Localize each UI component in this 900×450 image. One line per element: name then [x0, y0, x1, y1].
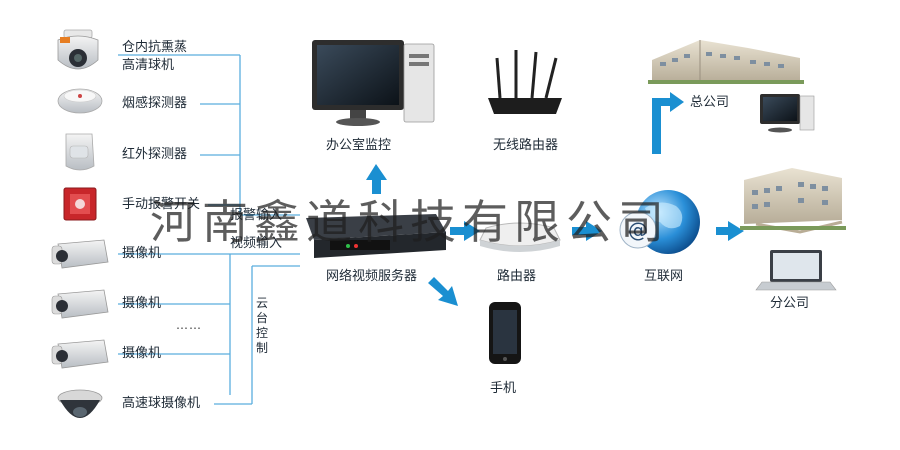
mobile-phone-icon — [489, 302, 521, 364]
branch-office-label: 分公司 — [770, 296, 810, 311]
company-watermark: 河南鑫道科技有限公司 — [150, 195, 670, 249]
router-icon — [479, 222, 561, 252]
arrow-server-to-office — [372, 178, 381, 194]
arrow-internet-to-head — [652, 104, 661, 154]
network-video-server-icon — [306, 214, 446, 258]
infrared-detector-icon — [65, 133, 95, 171]
device-label-camera-1: 摄像机 — [122, 246, 162, 261]
router-label: 路由器 — [497, 269, 537, 284]
device-label-camera-3: 摄像机 — [122, 346, 162, 361]
arrow-internet-to-branch — [716, 227, 730, 235]
ellipsis: …… — [176, 318, 202, 332]
ptz-dome-camera-icon — [57, 29, 99, 70]
video-server-label: 网络视频服务器 — [326, 269, 418, 284]
head-office-computer-icon — [760, 94, 815, 133]
device-label-camera-2: 摄像机 — [122, 296, 162, 311]
device-label-alarm-switch: 手动报警开关 — [122, 197, 201, 212]
device-label-ptz-line1: 仓内抗熏蒸 — [122, 40, 188, 55]
flow-arrows — [366, 92, 744, 306]
head-office-label: 总公司 — [690, 95, 730, 110]
device-label-speed-dome: 高速球摄像机 — [122, 396, 201, 411]
smoke-detector-icon — [57, 88, 103, 114]
speed-dome-camera-icon — [57, 389, 103, 418]
wiring-lines — [118, 54, 300, 405]
phone-label: 手机 — [490, 381, 517, 396]
laptop-icon — [755, 250, 837, 291]
branch-office-building-icon — [740, 168, 846, 234]
svg-text:@: @ — [628, 218, 648, 242]
alarm-input-label: 报警输入 — [230, 208, 283, 223]
device-label-smoke: 烟感探测器 — [122, 96, 188, 111]
internet-globe-icon: @ — [619, 190, 700, 254]
manual-alarm-switch-icon — [63, 187, 97, 221]
arrow-router-to-internet — [572, 227, 588, 235]
office-computer-icon — [312, 40, 435, 126]
wireless-router-icon — [488, 50, 562, 114]
video-input-label: 视频输入 — [230, 236, 283, 251]
wireless-router-label: 无线路由器 — [493, 138, 559, 153]
bullet-camera-icon-3 — [51, 339, 109, 369]
device-label-ptz-line2: 高清球机 — [122, 58, 175, 73]
device-label-infrared: 红外探测器 — [122, 147, 188, 162]
bullet-camera-icon-1 — [51, 239, 109, 269]
office-monitor-label: 办公室监控 — [326, 138, 392, 153]
ptz-control-label: 云台控制 — [256, 296, 269, 355]
bullet-camera-icon-2 — [51, 289, 109, 319]
arrow-server-to-phone — [428, 277, 458, 306]
head-office-building-icon — [648, 40, 804, 84]
arrow-server-to-router — [450, 227, 466, 235]
internet-label: 互联网 — [644, 269, 684, 284]
